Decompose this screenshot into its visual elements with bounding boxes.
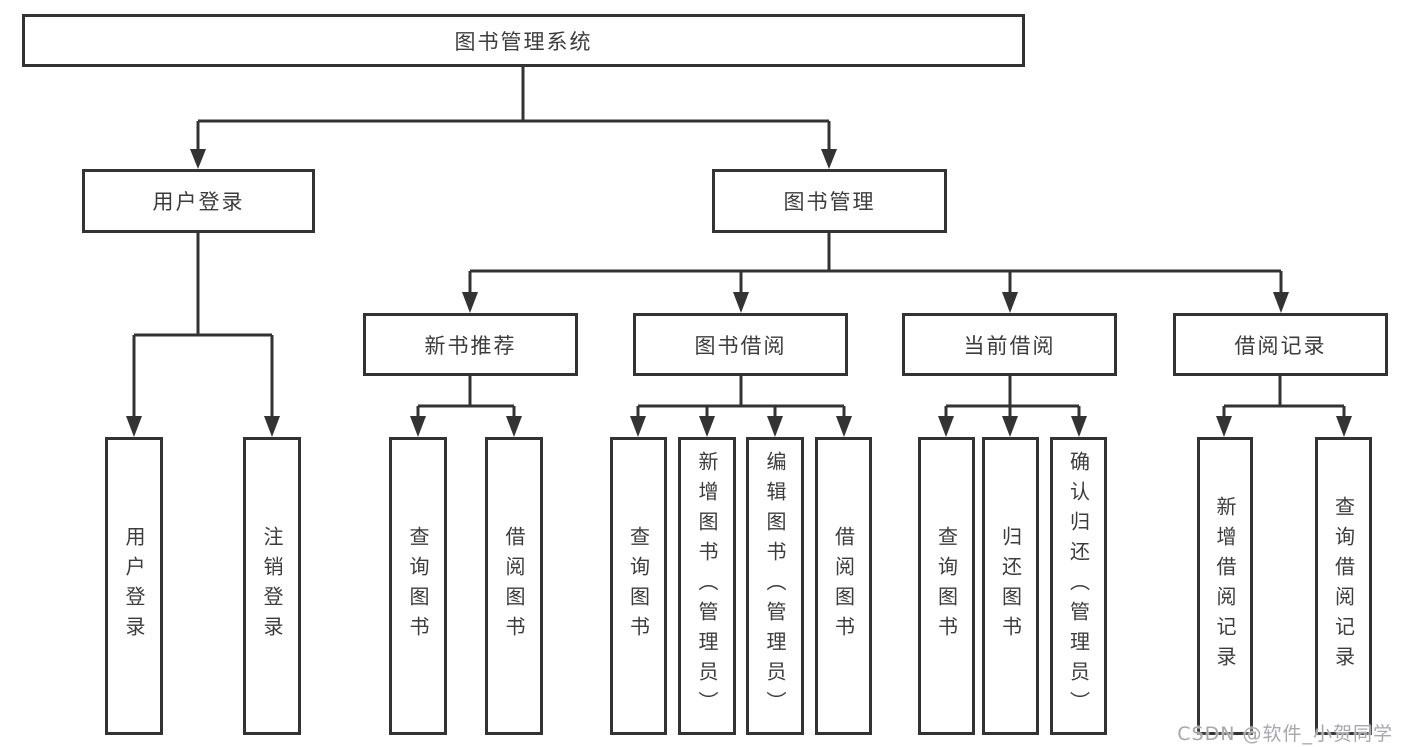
leaf-records-add-borrow-record: 新增借阅记录 bbox=[1197, 437, 1253, 735]
leaf-newbook-query-books: 查询图书 bbox=[389, 437, 447, 735]
leaf-newbook-borrow-books: 借阅图书 bbox=[485, 437, 543, 735]
leaf-current-return-books: 归还图书 bbox=[982, 437, 1039, 735]
node-book-management: 图书管理 bbox=[712, 169, 947, 233]
connector-root-to-level2 bbox=[190, 67, 837, 169]
connector-book-borrow-branch bbox=[630, 376, 852, 437]
leaf-borrow-edit-books-admin: 编辑图书（管理员） bbox=[746, 437, 804, 735]
leaf-records-query-borrow-record: 查询借阅记录 bbox=[1315, 437, 1372, 735]
connector-user-login-branch bbox=[126, 233, 280, 437]
leaf-borrow-query-books: 查询图书 bbox=[610, 437, 667, 735]
connector-book-management-branch bbox=[462, 233, 1289, 313]
leaf-logout: 注销登录 bbox=[243, 437, 301, 735]
connector-borrow-records-branch bbox=[1216, 376, 1352, 437]
node-book-borrow: 图书借阅 bbox=[633, 313, 848, 376]
node-user-login: 用户登录 bbox=[82, 169, 315, 233]
node-root: 图书管理系统 bbox=[22, 14, 1025, 67]
watermark: CSDN @软件_小贺同学 bbox=[1177, 723, 1393, 745]
connector-new-book-branch bbox=[410, 376, 522, 437]
leaf-current-query-books: 查询图书 bbox=[918, 437, 975, 735]
node-new-book-recommend: 新书推荐 bbox=[363, 313, 578, 376]
node-borrow-records: 借阅记录 bbox=[1173, 313, 1388, 376]
leaf-user-login: 用户登录 bbox=[105, 437, 163, 735]
node-current-borrow: 当前借阅 bbox=[902, 313, 1117, 376]
leaf-current-confirm-return-admin: 确认归还（管理员） bbox=[1050, 437, 1107, 735]
connector-current-borrow-branch bbox=[938, 376, 1087, 437]
leaf-borrow-borrow-books: 借阅图书 bbox=[815, 437, 872, 735]
leaf-borrow-add-books-admin: 新增图书（管理员） bbox=[678, 437, 736, 735]
